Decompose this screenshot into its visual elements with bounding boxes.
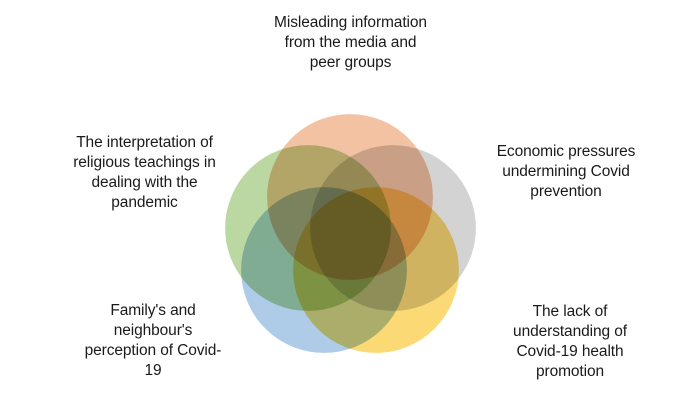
venn-label-media: Misleading information from the media an…: [274, 14, 427, 72]
venn-label-economy: Economic pressures undermining Covid pre…: [496, 143, 636, 201]
venn-label-religion: The interpretation of religious teaching…: [73, 134, 216, 212]
venn-label-family: Family's and neighbour's perception of C…: [84, 302, 222, 380]
venn-circle-promotion: [290, 184, 462, 356]
venn-label-promotion: The lack of understanding of Covid-19 he…: [513, 303, 627, 381]
